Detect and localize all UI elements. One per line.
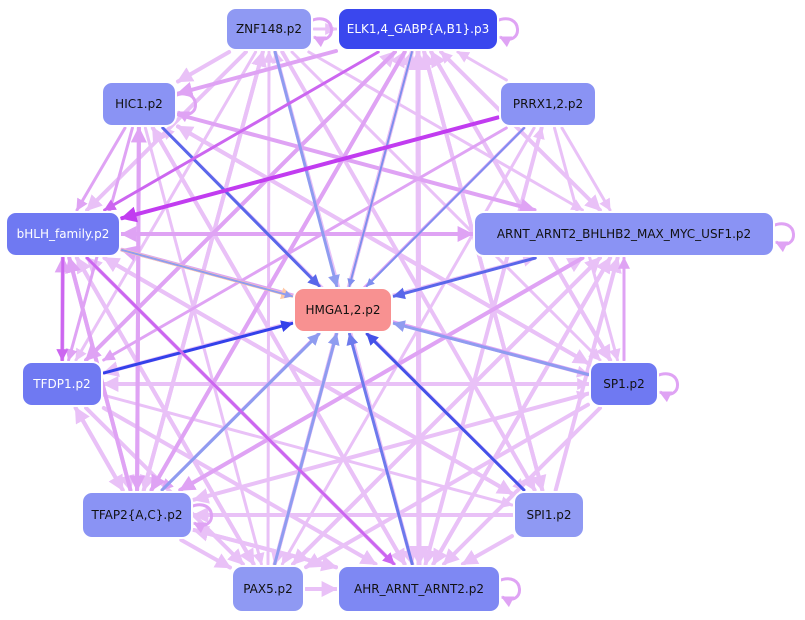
- edge-prrx-to-tfdp1: [102, 126, 508, 362]
- node-label-tfap2: TFAP2{A,C}.p2: [91, 508, 183, 522]
- node-label-ahr: AHR_ARNT_ARNT2.p2: [354, 582, 484, 596]
- edge-tfdp1-to-hmga: [102, 320, 294, 375]
- edge-elk-to-hic1: [176, 49, 338, 98]
- edge-prrx-to-hmga: [365, 127, 526, 287]
- node-elk[interactable]: ELK1,4_GABP{A,B1}.p3: [337, 7, 499, 51]
- self-loop-ahr: [497, 577, 521, 608]
- node-box-sp1[interactable]: [589, 361, 659, 407]
- edge-sp1-to-hic1: [176, 124, 590, 366]
- node-box-znf148[interactable]: [225, 7, 313, 51]
- edge-hic1-to-hmga: [161, 126, 321, 288]
- edge-spi1-to-hmga: [365, 332, 526, 492]
- node-znf148[interactable]: ZNF148.p2: [225, 7, 313, 51]
- node-box-hic1[interactable]: [101, 81, 177, 127]
- edge-tfap2-to-tfdp1: [73, 406, 125, 492]
- edge-ahr-to-tfap2: [192, 525, 338, 570]
- node-ahr[interactable]: AHR_ARNT_ARNT2.p2: [337, 565, 501, 613]
- node-box-tfdp1[interactable]: [21, 361, 103, 407]
- node-box-bhlh[interactable]: [5, 211, 121, 257]
- edge-pax5-to-znf148: [262, 50, 275, 566]
- node-box-elk[interactable]: [337, 7, 499, 51]
- edge-prrx-to-pax5: [280, 126, 536, 566]
- node-box-prrx[interactable]: [499, 81, 597, 127]
- self-loops-layer: [173, 17, 795, 608]
- self-loop-elk: [495, 17, 519, 48]
- node-box-arnt[interactable]: [473, 211, 775, 257]
- self-loop-arnt: [771, 222, 795, 253]
- edge-elk-to-bhlh: [103, 50, 380, 212]
- edge-bhlh-to-hmga: [121, 249, 293, 299]
- node-box-spi1[interactable]: [513, 491, 585, 539]
- self-loop-hic1: [173, 92, 197, 123]
- node-box-hmga[interactable]: [293, 287, 393, 333]
- node-box-ahr[interactable]: [337, 565, 501, 613]
- node-label-spi1: SPI1.p2: [526, 508, 571, 522]
- node-label-sp1: SP1.p2: [603, 377, 645, 391]
- node-label-elk: ELK1,4_GABP{A,B1}.p3: [347, 22, 489, 36]
- edge-spi1-to-ahr: [460, 534, 514, 566]
- edge-elk-to-hmga: [347, 51, 413, 287]
- node-hic1[interactable]: HIC1.p2: [101, 81, 177, 127]
- edge-tfap2-to-pax5: [179, 538, 232, 570]
- node-tfap2[interactable]: TFAP2{A,C}.p2: [81, 491, 193, 539]
- node-prrx[interactable]: PRRX1,2.p2: [499, 81, 597, 127]
- edge-arnt-to-hmga: [392, 256, 537, 300]
- node-label-pax5: PAX5.p2: [243, 582, 293, 596]
- edge-bhlh-to-tfdp1: [56, 256, 69, 362]
- edge-znf148-to-hic1: [176, 50, 232, 84]
- node-label-tfdp1: TFDP1.p2: [32, 377, 90, 391]
- edge-prrx-to-elk: [456, 50, 508, 82]
- node-hmga[interactable]: HMGA1,2.p2: [293, 287, 393, 333]
- edge-prrx-to-arnt: [560, 126, 612, 212]
- node-label-arnt: ARNT_ARNT2_BHLHB2_MAX_MYC_USF1.p2: [497, 227, 751, 241]
- node-bhlh[interactable]: bHLH_family.p2: [5, 211, 121, 257]
- node-label-bhlh: bHLH_family.p2: [17, 227, 110, 241]
- node-label-znf148: ZNF148.p2: [236, 22, 302, 36]
- edge-sp1-to-hmga: [392, 320, 590, 376]
- node-spi1[interactable]: SPI1.p2: [513, 491, 585, 539]
- node-arnt[interactable]: ARNT_ARNT2_BHLHB2_MAX_MYC_USF1.p2: [473, 211, 775, 257]
- edge-arnt-to-tfap2: [178, 256, 585, 492]
- edge-ahr-to-hmga: [346, 332, 414, 566]
- node-label-prrx: PRRX1,2.p2: [513, 97, 583, 111]
- node-label-hmga: HMGA1,2.p2: [305, 303, 380, 317]
- edge-ahr-to-elk: [408, 49, 429, 567]
- self-loop-znf148: [309, 17, 333, 48]
- node-box-tfap2[interactable]: [81, 491, 193, 539]
- edge-ahr-to-arnt: [431, 256, 613, 566]
- edge-hic1-to-bhlh: [75, 126, 127, 212]
- self-loop-tfap2: [189, 503, 213, 534]
- edge-elk-to-tfap2: [149, 50, 407, 492]
- edge-spi1-to-bhlh: [102, 256, 514, 496]
- node-sp1[interactable]: SP1.p2: [589, 361, 659, 407]
- edge-hic1-to-arnt: [176, 112, 537, 215]
- edge-prrx-to-bhlh: [120, 115, 500, 223]
- edge-bhlh-to-ahr: [85, 256, 396, 566]
- node-box-pax5[interactable]: [231, 565, 305, 613]
- self-loop-sp1: [655, 372, 679, 403]
- edge-pax5-to-hmga: [273, 332, 340, 566]
- edge-pax5-to-bhlh: [74, 256, 256, 566]
- node-label-hic1: HIC1.p2: [115, 97, 163, 111]
- node-tfdp1[interactable]: TFDP1.p2: [21, 361, 103, 407]
- node-pax5[interactable]: PAX5.p2: [231, 565, 305, 613]
